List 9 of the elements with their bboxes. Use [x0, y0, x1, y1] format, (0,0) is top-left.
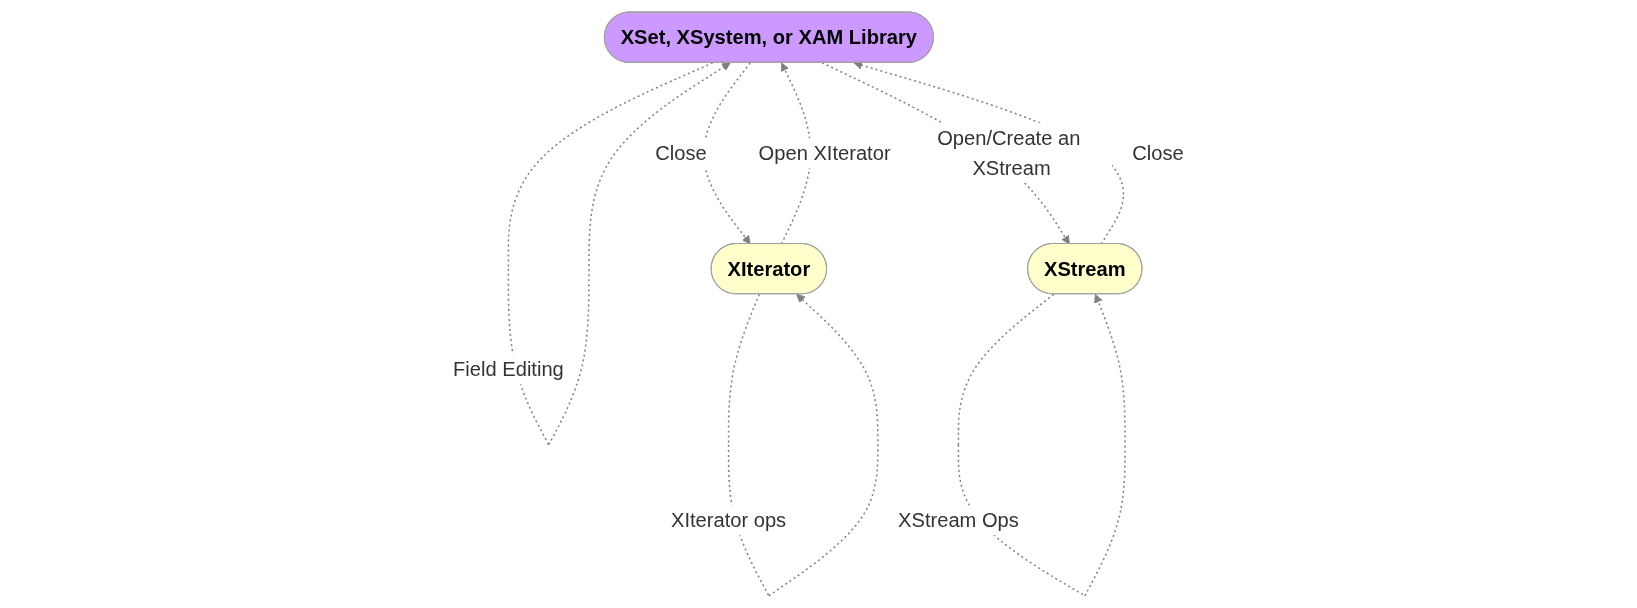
edge-label: Close	[1132, 141, 1184, 164]
edge-label: Open XIterator	[758, 142, 891, 165]
edge-label: XStream Ops	[898, 509, 1019, 532]
arrow	[703, 62, 752, 245]
edge-label: Close	[655, 141, 707, 164]
edge-label: XIterator ops	[671, 509, 787, 532]
edge-label: Field Editing	[453, 358, 564, 381]
edge-label: Open/Create an XStream	[937, 126, 1081, 180]
arrow	[780, 62, 812, 245]
